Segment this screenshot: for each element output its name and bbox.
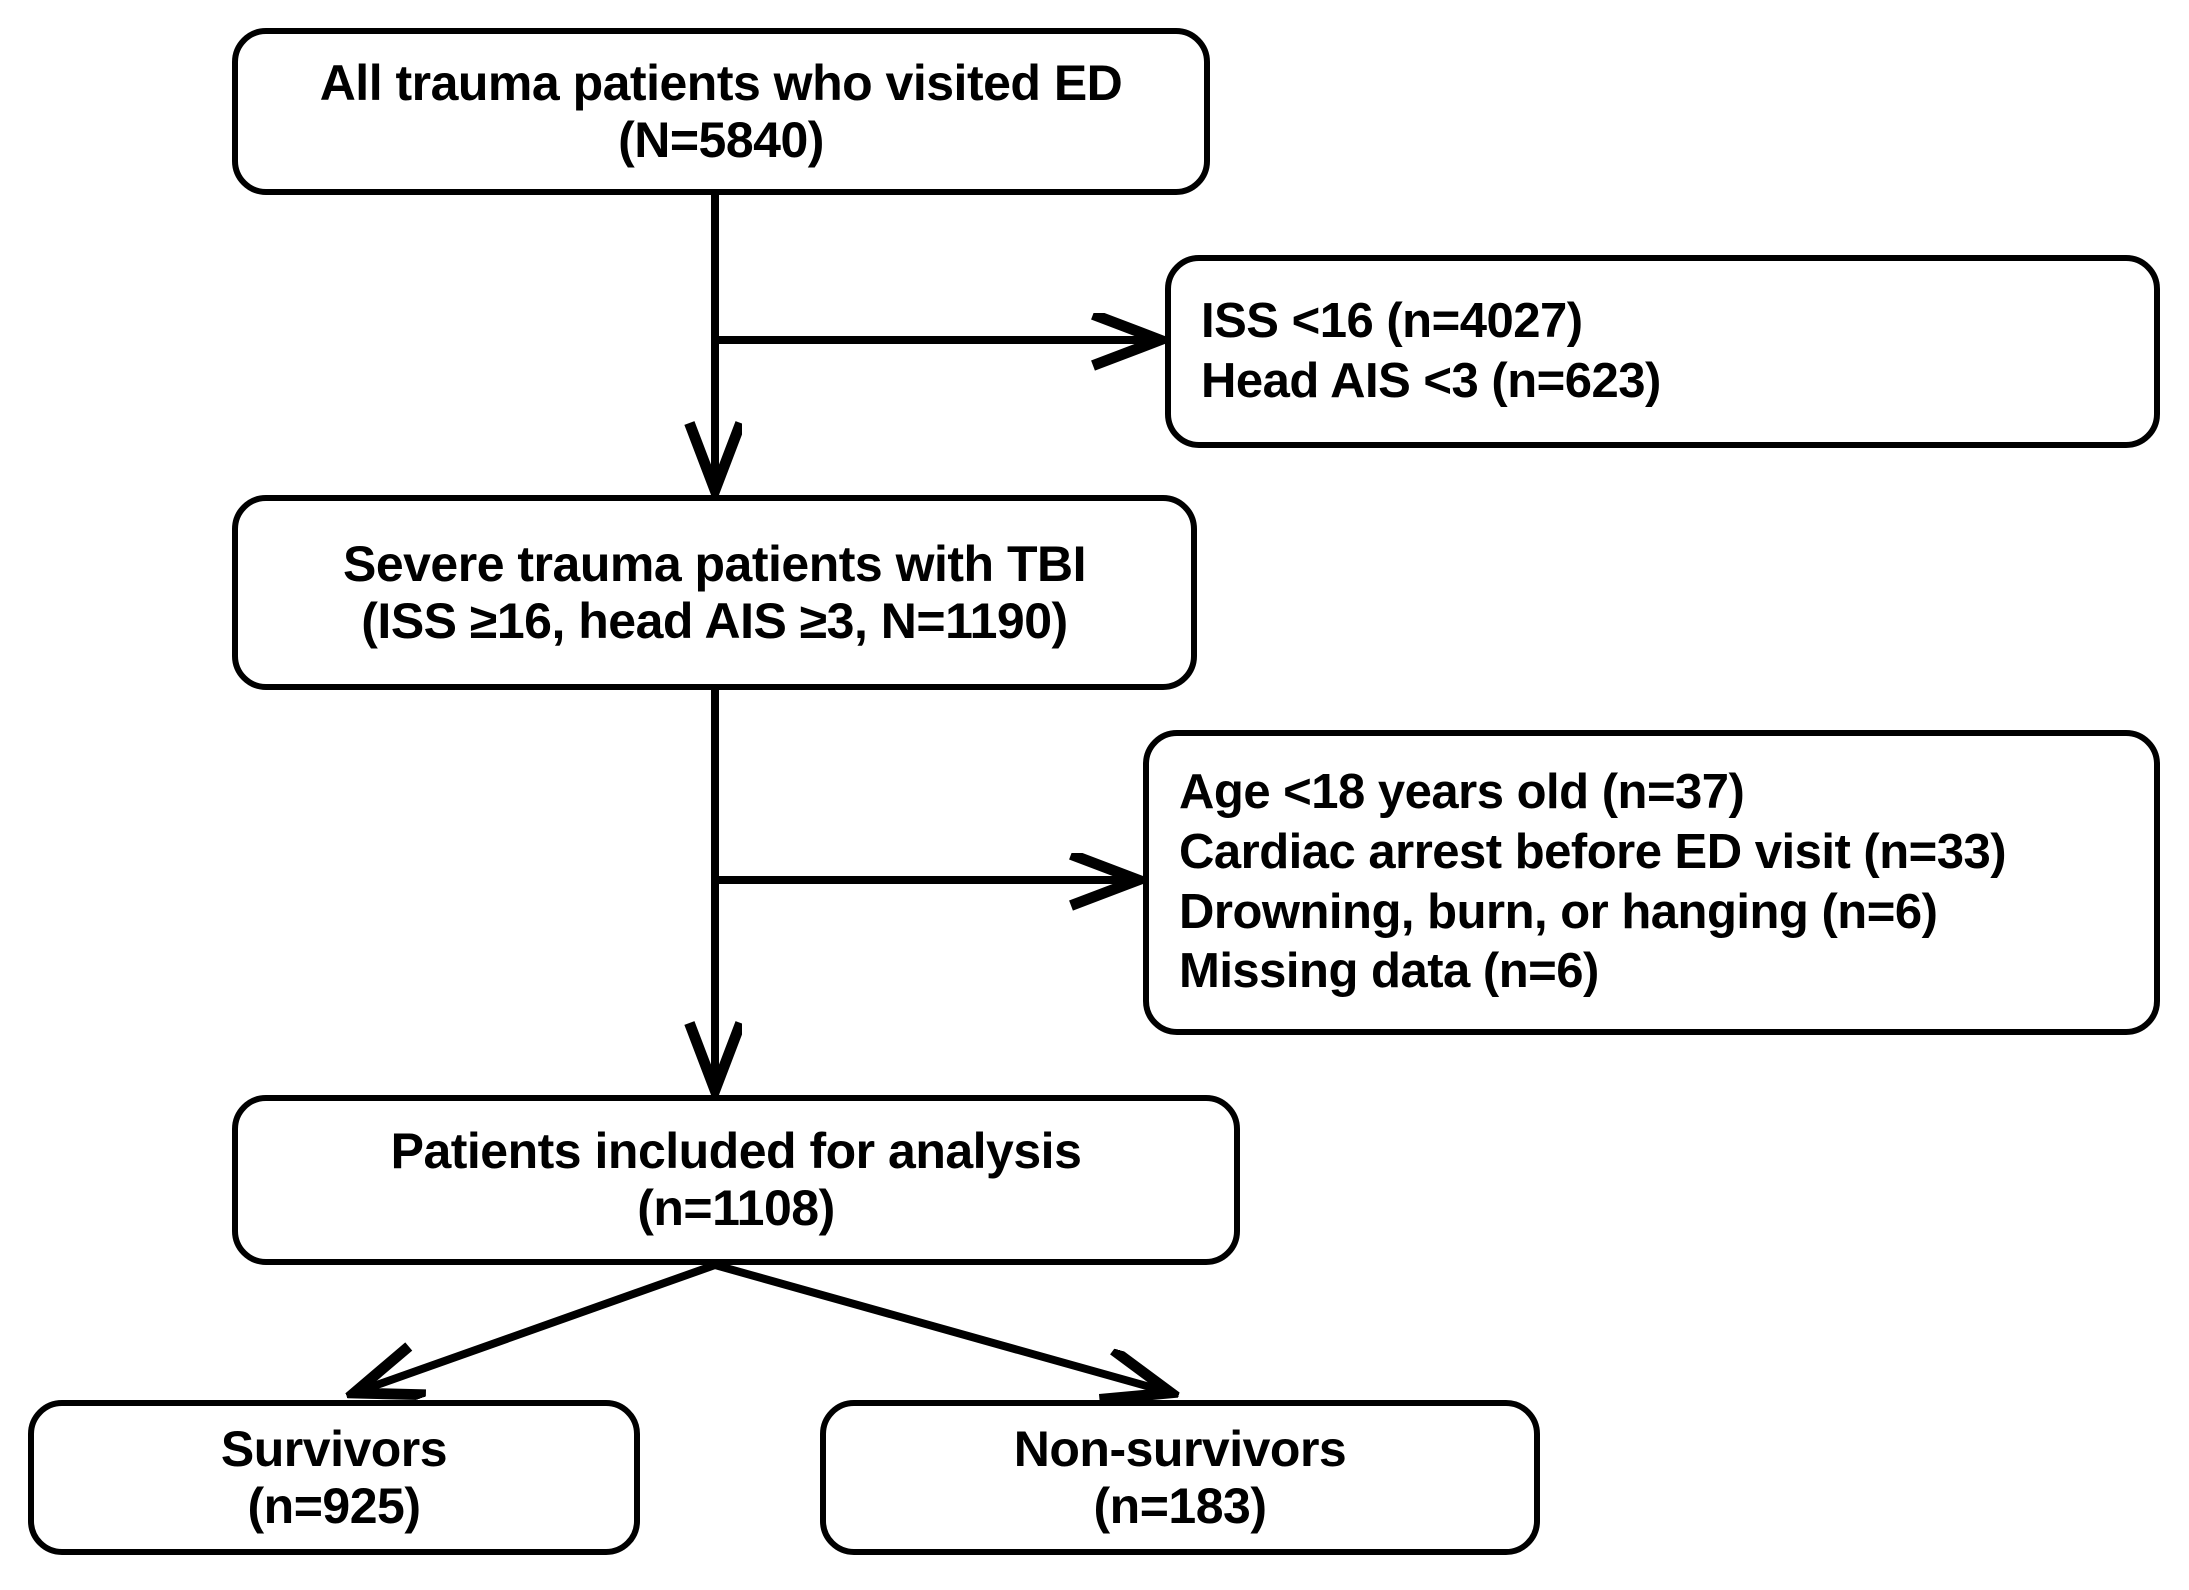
node-severe-trauma-tbi: Severe trauma patients with TBI (ISS ≥16…: [232, 495, 1197, 690]
node-severe-tbi-line-1: Severe trauma patients with TBI: [342, 535, 1087, 592]
exclusion-one-line-1: ISS <16 (n=4027): [1201, 293, 1583, 348]
node-patients-included-for-analysis: Patients included for analysis (n=1108): [232, 1095, 1240, 1265]
node-all-trauma-line-2: (N=5840): [618, 111, 824, 168]
node-all-trauma-line-1: All trauma patients who visited ED: [319, 54, 1123, 111]
node-exclusion-criteria-one: ISS <16 (n=4027) Head AIS <3 (n=623): [1165, 255, 2160, 448]
exclusion-two-line-3: Drowning, burn, or hanging (n=6): [1179, 884, 1938, 939]
exclusion-one-line-2: Head AIS <3 (n=623): [1201, 353, 1661, 408]
node-included-line-2: (n=1108): [637, 1180, 835, 1236]
node-exclusion-criteria-two: Age <18 years old (n=37) Cardiac arrest …: [1143, 730, 2160, 1035]
exclusion-two-line-2: Cardiac arrest before ED visit (n=33): [1179, 824, 2007, 879]
node-included-line-1: Patients included for analysis: [390, 1123, 1082, 1179]
node-survivors: Survivors (n=925): [28, 1400, 640, 1555]
connector-included-to-non-survivors: [713, 1261, 1168, 1392]
node-non-survivors-line-2: (n=183): [1093, 1477, 1267, 1534]
node-severe-tbi-line-2: (ISS ≥16, head AIS ≥3, N=1190): [361, 592, 1068, 649]
exclusion-two-line-4: Missing data (n=6): [1179, 944, 1599, 999]
node-non-survivors: Non-survivors (n=183): [820, 1400, 1540, 1555]
node-non-survivors-line-1: Non-survivors: [1013, 1420, 1347, 1477]
node-survivors-line-1: Survivors: [220, 1420, 448, 1477]
node-survivors-line-2: (n=925): [247, 1477, 421, 1534]
node-all-trauma-patients: All trauma patients who visited ED (N=58…: [232, 28, 1210, 195]
exclusion-two-line-1: Age <18 years old (n=37): [1179, 764, 1745, 819]
connector-included-to-survivors: [357, 1261, 717, 1392]
